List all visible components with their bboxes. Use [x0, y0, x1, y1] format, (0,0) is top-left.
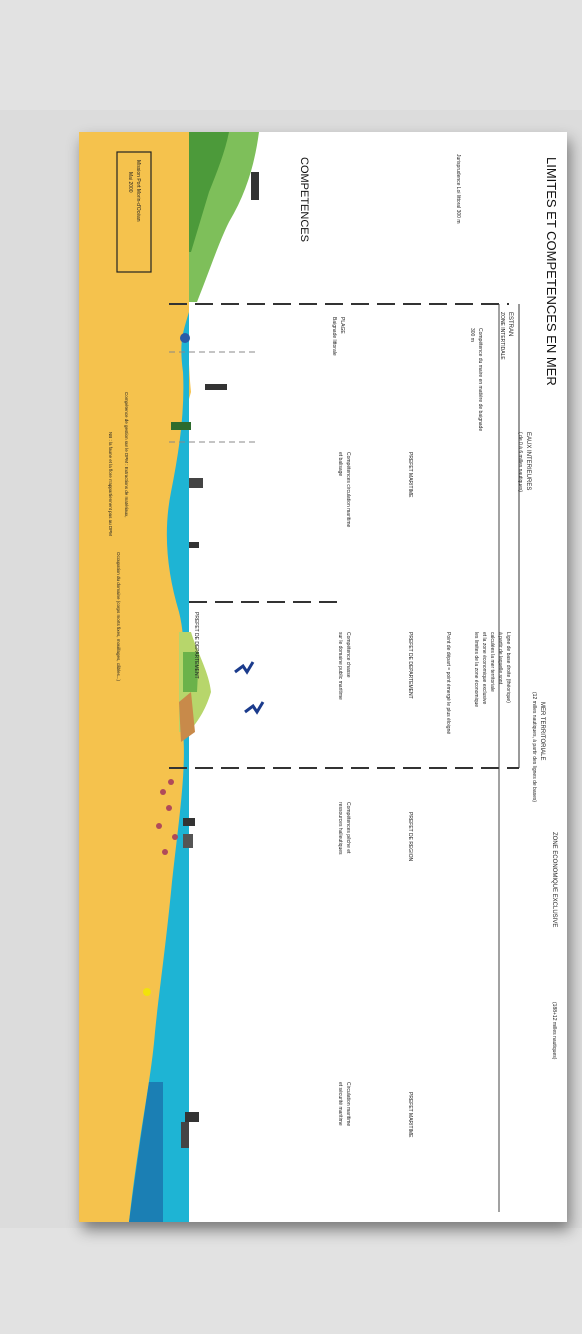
mission-line-2: Mai 2000 — [127, 172, 133, 193]
prefet-maritime-2: PREFET MARITIME — [407, 1092, 413, 1138]
circulation-securite-1: Circulation maritime — [345, 1082, 351, 1126]
top-band — [0, 0, 582, 110]
mission-box — [116, 151, 152, 273]
competence-maire-distance: 300 m — [469, 328, 475, 342]
ship-icon — [185, 1112, 199, 1122]
diagram-title: LIMITES ET COMPETENCES EN MER — [544, 157, 559, 386]
competence-maire-label: Compétence du maire en matière de baigna… — [477, 328, 483, 431]
competences-heading: COMPETENCES — [298, 157, 310, 242]
fish-icon — [156, 779, 178, 855]
legal-basis-label: Jurisprudence Loi littoral 300 m — [455, 154, 461, 223]
nb-note-text: NB : la faune et la flore n'appartiennen… — [108, 432, 113, 536]
baignade-label: Baignade littorale — [331, 317, 337, 356]
small-boat-icon — [189, 542, 199, 548]
mission-line-1: Mission Port Morin-d'Océan — [135, 160, 141, 222]
bird-icon — [244, 701, 265, 715]
lighthouse-icon — [251, 172, 259, 200]
point-depart-label: Point de départ = point émergé le plus é… — [445, 632, 451, 734]
prefet-departement-2: PREFET DE DEPARTEMENT — [193, 612, 199, 679]
boat-icon — [189, 478, 203, 488]
competence-circulation-1: Compétences circulation maritime — [345, 452, 351, 528]
document-page: LIMITES ET COMPETENCES EN MER COMPETENCE… — [79, 132, 567, 1222]
ligne-base-1: Ligne de base droite (théorique) — [505, 632, 511, 703]
ligne-base-4: et la zone économique exclusive — [481, 632, 487, 704]
seaweed-icon — [171, 422, 191, 430]
eaux-interieures-sub: ( de 0 à 6 milles nautiques) — [517, 432, 523, 492]
ligne-base-3: calculées la mer territoriale — [489, 632, 495, 692]
competence-chasse-1: Compétence chasse — [345, 632, 351, 678]
plage-label: PLAGE — [339, 317, 345, 334]
zee-label: ZONE ECONOMIQUE EXCLUSIVE — [551, 832, 557, 927]
bottom-band — [0, 1228, 582, 1334]
zone-intertidale-label: ZONE INTERTIDALE — [499, 312, 505, 360]
occupation-text: Occupation du domaine (corps morts fixes… — [116, 552, 121, 682]
yellow-fish-icon — [143, 988, 151, 996]
gestion-dpm-text: Compétence de gestion sur le DPM : Extra… — [124, 392, 129, 518]
competence-peche-1: Compétences pêche et — [345, 802, 351, 854]
sea-area — [129, 312, 189, 1222]
circulation-securite-2: et sécurité maritime — [337, 1082, 343, 1126]
fishing-boat-icon — [183, 818, 195, 826]
eaux-interieures-label: EAUX INTERIEURES — [525, 432, 531, 490]
prefet-region: PREFET DE REGION — [407, 812, 413, 861]
deep-sea-area — [129, 1082, 163, 1222]
buoy-icon — [205, 384, 227, 390]
competence-peche-2: ressources halieutiques — [337, 802, 343, 855]
estran-label: ESTRAN — [507, 312, 513, 336]
zee-sub: (188+12 milles nautiques) — [551, 1002, 557, 1060]
coastline-diagram: LIMITES ET COMPETENCES EN MER COMPETENCE… — [79, 132, 559, 1222]
competence-chasse-2: sur le domaine public maritime — [337, 632, 343, 700]
ligne-base-5: les limites de la zone économique — [473, 632, 479, 707]
competence-circulation-2: et balisage — [337, 452, 343, 476]
mer-territoriale-sub: (12 milles nautiques, à partir des ligne… — [531, 692, 537, 802]
swimmer-icon — [180, 333, 190, 343]
ligne-base-2: à partir de laquelle sont — [497, 632, 503, 685]
bird-icon — [234, 661, 255, 675]
mer-territoriale-label: MER TERRITORIALE — [539, 702, 545, 760]
prefet-departement-1: PREFET DE DEPARTEMENT — [407, 632, 413, 699]
prefet-maritime-1: PREFET MARITIME — [407, 452, 413, 498]
